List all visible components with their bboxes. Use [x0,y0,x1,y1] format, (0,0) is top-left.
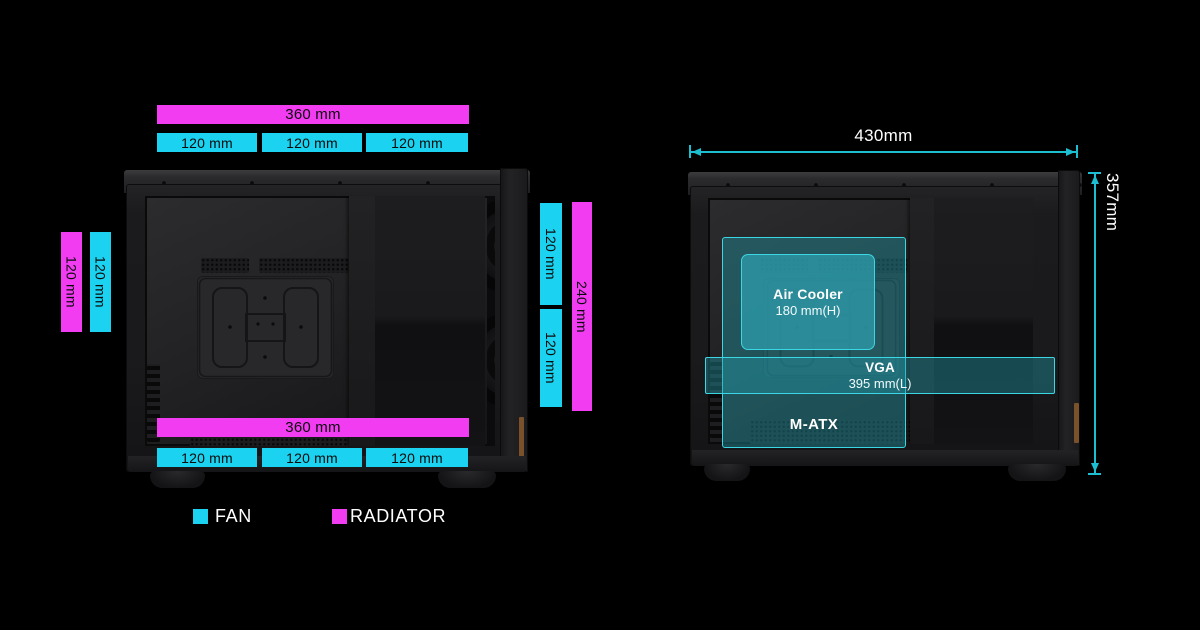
bottom-fan-bar-2: 120 mm [262,448,362,467]
height-dimension-label: 357mm [1103,173,1122,232]
air-cooler-value: 180 mm(H) [775,302,841,318]
height-dimension-tick-bottom [1088,473,1101,475]
front-fan-icon [487,314,495,406]
cable-channel [910,198,934,444]
rear-slot-vents [710,362,723,438]
bottom-fan-bar-1: 120 mm [157,448,257,467]
height-dimension-tick-top [1088,172,1101,174]
case-foot [1008,464,1066,481]
radiator-legend-swatch [332,509,347,524]
front-fan-icon [487,200,495,292]
top-radiator-bar: 360 mm [157,105,469,124]
case-foot [438,471,496,488]
front-fan-bar-1: 120 mm [540,203,562,305]
vga-value: 395 mm(L) [848,375,912,391]
front-fan-bar-2: 120 mm [540,309,562,407]
top-vent-grille [259,258,349,273]
tray-cutout-pattern [198,277,333,378]
width-dimension-tick-left [689,145,691,158]
front-bezel [1058,170,1080,466]
radiator-legend-label: RADIATOR [350,506,447,526]
cable-channel [349,196,375,446]
width-dimension-line [690,151,1077,153]
width-arrow-right [1066,148,1075,156]
case-foot [150,471,205,488]
front-radiator-bar: 240 mm [572,202,592,411]
air-cooler-clearance-box: Air Cooler 180 mm(H) [741,254,875,350]
top-fan-bar-3: 120 mm [366,133,468,152]
rear-slot-vents [147,364,160,442]
case-foot [704,464,750,481]
case-interior [145,196,495,446]
bottom-vent-grille [750,420,915,444]
copper-accent [1074,403,1079,443]
copper-accent [519,417,524,467]
fan-legend-swatch [193,509,208,524]
far-side-panel [375,196,485,446]
width-arrow-left [692,148,701,156]
air-cooler-title: Air Cooler [773,286,843,303]
height-dimension-line [1094,173,1096,475]
fan-legend-label: FAN [215,506,252,526]
width-dimension-label: 430mm [854,126,913,145]
pc-case-side-view-left [124,168,530,490]
matx-label: M-ATX [789,416,839,433]
far-side-panel [934,198,1033,444]
height-arrow-up [1091,175,1099,184]
front-fan-column [487,196,495,446]
height-arrow-down [1091,463,1099,472]
pc-case-side-view-right: M-ATX Air Cooler 180 mm(H) VGA 395 mm(L) [688,170,1082,484]
width-dimension-tick-right [1076,145,1078,158]
top-vent-grille [201,258,249,273]
case-base [692,450,1078,466]
bottom-fan-bar-3: 120 mm [366,448,468,467]
top-fan-bar-2: 120 mm [262,133,362,152]
vga-clearance-box: VGA 395 mm(L) [705,357,1055,394]
top-fan-bar-1: 120 mm [157,133,257,152]
vga-title: VGA [865,359,895,375]
motherboard-tray [197,276,334,379]
rear-fan-bar: 120 mm [90,232,111,332]
rear-radiator-bar: 120 mm [61,232,82,332]
bottom-radiator-bar: 360 mm [157,418,469,437]
